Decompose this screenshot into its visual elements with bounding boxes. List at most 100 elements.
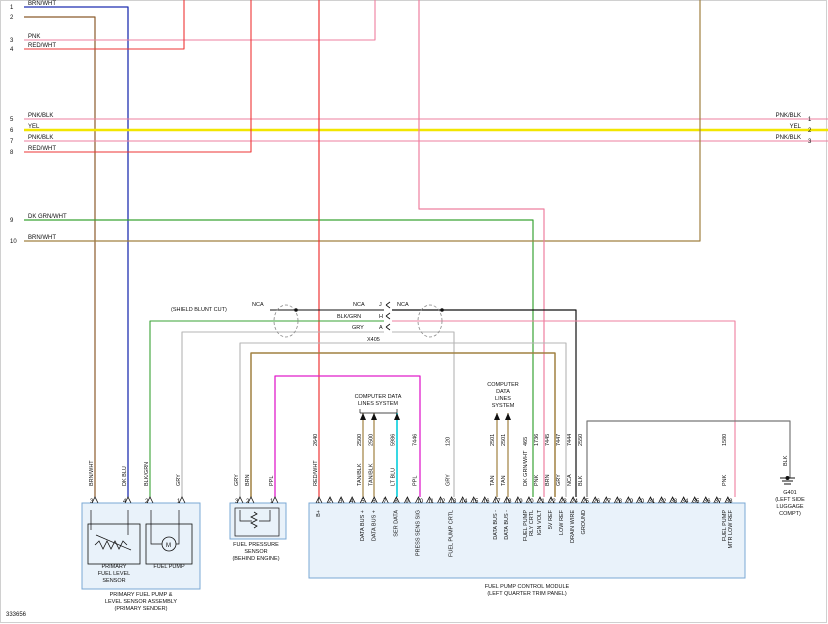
- shield-oval-right: [417, 304, 443, 338]
- module-pin-chevron-icon: [724, 496, 732, 504]
- module-box: [308, 502, 746, 579]
- right-circuit-wire-label: PNK/BLK: [776, 113, 801, 119]
- left-circuit-wire-label: DK GRN/WHT: [28, 214, 67, 220]
- module-pin-circuit-number: 7444: [567, 434, 573, 446]
- module-pin-number: 17: [494, 499, 501, 505]
- module-pin-chevron-icon: [558, 496, 566, 504]
- module-pin-number: 36: [704, 499, 711, 505]
- module-pin-wire-label: DK GRN/WHT: [523, 450, 529, 486]
- pressure-sensor-leads: [239, 510, 271, 522]
- pump-leads: [150, 510, 180, 545]
- right-circuit-number: 3: [808, 139, 812, 145]
- x405-name: X405: [367, 337, 380, 343]
- module-pin-function-label: FUEL PUMP: [722, 510, 728, 542]
- module-pin-chevron-icon: [337, 496, 345, 504]
- module-pin-circuit-number: 5986: [390, 434, 396, 446]
- wire-red-wht-4: [24, 0, 185, 50]
- shield-oval-left: [273, 304, 299, 338]
- module-pin-chevron-icon: [580, 496, 588, 504]
- left-circuit-number: 1: [10, 5, 14, 11]
- module-pin-wire-label: TAN/BLK: [357, 463, 363, 486]
- data-line-arrow-icon: [371, 413, 377, 420]
- module-pin-chevron-icon: [392, 496, 400, 504]
- computer-data-left-2: LINES SYSTEM: [358, 401, 398, 407]
- module-pin-wire-label: GRY: [556, 474, 562, 486]
- module-pin-number: 33: [671, 499, 678, 505]
- module-title-1: FUEL PUMP CONTROL MODULE: [485, 584, 570, 590]
- sender-pin-wire-label: BLK/GRN: [144, 462, 150, 486]
- pressure-pin-number: 2: [246, 499, 250, 505]
- level-sensor-wiper-icon: [95, 534, 132, 551]
- wire-blk-grn-h: [149, 320, 384, 497]
- pressure-pin-wire-label: PPL: [269, 476, 275, 486]
- module-pin-function-label: LOW REF: [559, 509, 565, 535]
- module-pin-number: 31: [649, 499, 656, 505]
- module-pin-function-label: PRESS SENS SIG: [415, 510, 421, 556]
- x405-pin-h: H: [379, 314, 383, 320]
- module-pin-wire-label: RED/WHT: [313, 460, 319, 486]
- module-pin-number: 2: [328, 499, 332, 505]
- pressure-pin-number: 1: [270, 499, 274, 505]
- module-pin-chevron-icon: [669, 496, 676, 504]
- module-pin-chevron-icon: [492, 496, 500, 504]
- module-pin-chevron-icon: [569, 496, 577, 504]
- module-pin-circuit-number: 2501: [490, 434, 496, 446]
- x405-connector: (SHIELD BLUNT CUT) NCA NCA NCA BLK/GRN G…: [171, 301, 444, 343]
- sender-pin-chevron-icon: [124, 496, 132, 504]
- module-pin-chevron-icon: [370, 496, 378, 504]
- ground-location-2: LUGGAGE: [776, 504, 804, 510]
- pressure-pin-chevron-icon: [236, 496, 244, 504]
- module-pin-wire-label: GRY: [446, 474, 452, 486]
- computer-data-left-bracket: [359, 409, 398, 414]
- module-pin-chevron-icon: [547, 496, 555, 504]
- module-pin-number: 24: [571, 499, 578, 505]
- ground-name: G401: [783, 490, 796, 496]
- module-pin-number: 23: [560, 499, 567, 505]
- module-pin-chevron-icon: [326, 496, 334, 504]
- module-pin-chevron-icon: [459, 496, 467, 504]
- module-pin-number: 9: [405, 499, 409, 505]
- module-pin-chevron-icon: [381, 496, 389, 504]
- module-pin-circuit-number: 465: [523, 437, 529, 446]
- module-pin-number: 10: [416, 499, 423, 505]
- module-pin-wire-label: PNK: [534, 474, 540, 486]
- module-pin-function-label: DRAIN WIRE: [570, 510, 576, 543]
- module-pin-circuit-number: 7447: [556, 434, 562, 446]
- module-pin-number: 16: [483, 499, 490, 505]
- module-pin-chevron-icon: [503, 496, 511, 504]
- module-pin-number: 27: [604, 499, 611, 505]
- left-circuit-wire-label: BRN/WHT: [28, 1, 56, 7]
- pressure-sensor-title-2: SENSOR: [244, 549, 267, 555]
- pressure-pin-number: 3: [235, 499, 239, 505]
- computer-data-right-3: LINES: [495, 396, 511, 402]
- module-pin-number: 26: [593, 499, 600, 505]
- module-pin-chevron-icon: [636, 496, 643, 504]
- pump-label: FUEL PUMP: [153, 564, 185, 570]
- sender-pin-chevron-icon: [91, 496, 99, 504]
- left-circuit-number: 5: [10, 117, 14, 123]
- sender-pin-number: 4: [123, 499, 127, 505]
- module-pin-circuit-number: 2550: [578, 434, 584, 446]
- computer-data-right-4: SYSTEM: [492, 403, 515, 409]
- left-circuit-wire-label: YEL: [28, 124, 40, 130]
- x405-chevrons: [385, 301, 391, 331]
- module-pin-chevron-icon: [536, 496, 544, 504]
- module-pin-number: 6: [372, 499, 376, 505]
- ground-location-1: (LEFT SIDE: [775, 497, 805, 503]
- right-circuit-number: 2: [808, 128, 812, 134]
- sender-pin-number: 2: [145, 499, 149, 505]
- module-pin-number: 28: [615, 499, 622, 505]
- module-pin-chevron-icon: [514, 496, 522, 504]
- module-pin-number: 32: [660, 499, 667, 505]
- pressure-pin-chevron-icon: [247, 496, 255, 504]
- module-pin-wire-label: TAN: [501, 475, 507, 486]
- module-pin-wire-label: TAN: [490, 475, 496, 486]
- wire-brn-5v-ref: [250, 352, 556, 497]
- module-pin-function-label: SER DATA: [393, 510, 399, 537]
- module-pin-chevron-icon: [415, 496, 422, 504]
- module-pin-function-label: DATA BUS +: [360, 510, 366, 541]
